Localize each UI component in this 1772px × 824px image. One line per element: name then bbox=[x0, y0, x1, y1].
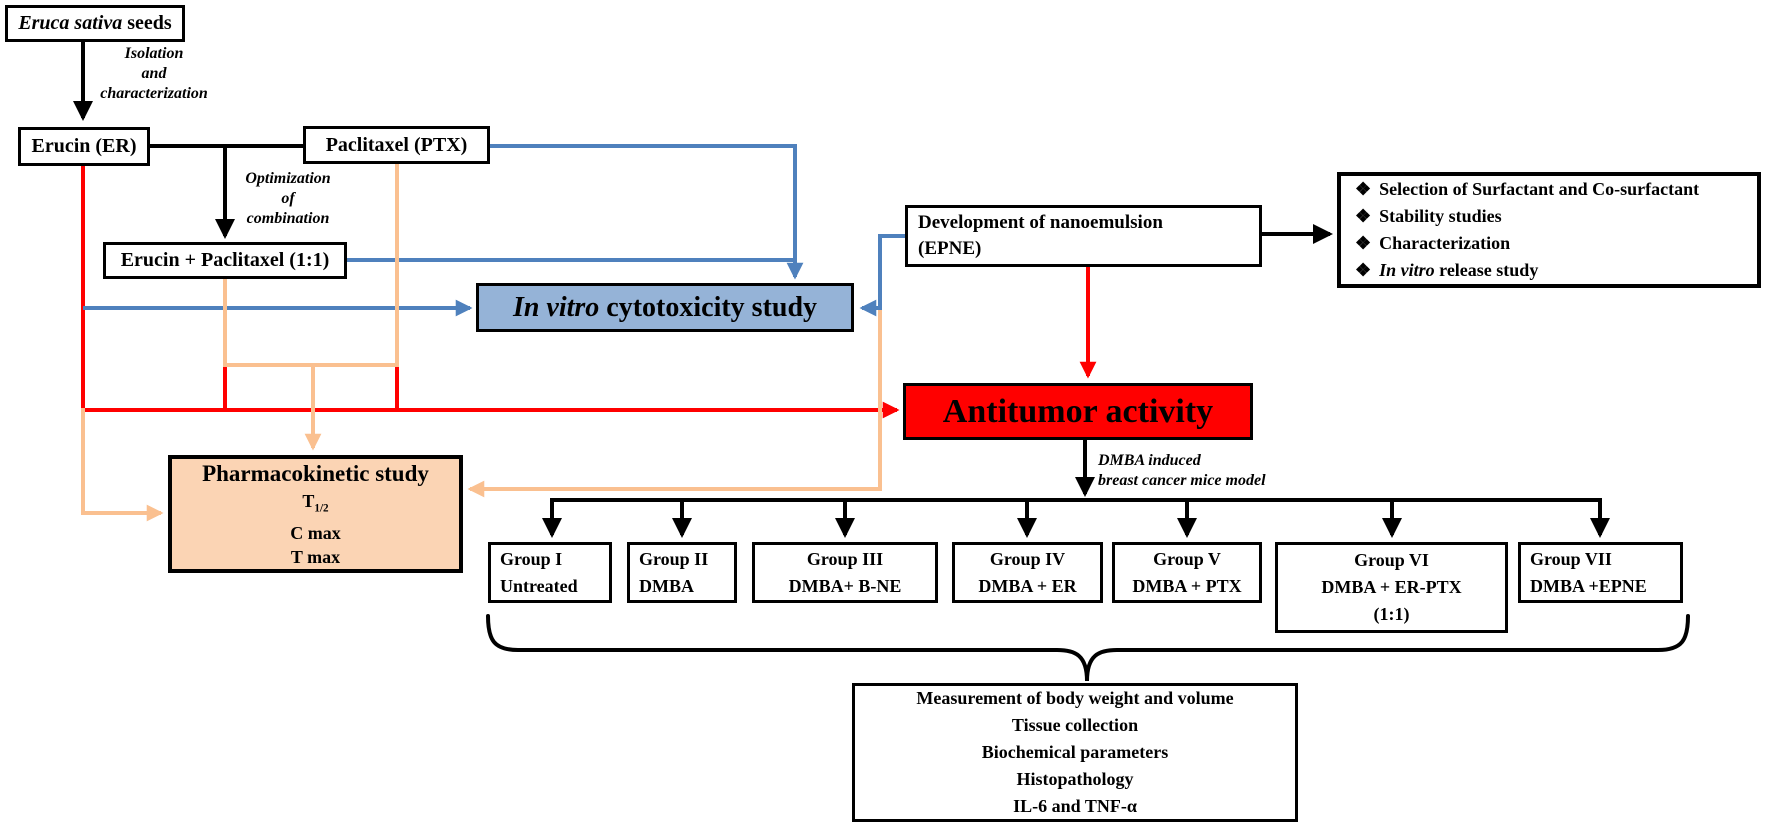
box-nanoemulsion-development: Development of nanoemulsion (EPNE) bbox=[905, 205, 1262, 267]
box-group-7: Group VII DMBA +EPNE bbox=[1518, 542, 1683, 603]
detail-item-3: ❖Characterization bbox=[1355, 233, 1511, 253]
box-group-1: Group I Untreated bbox=[488, 542, 612, 603]
outcome-line-5: IL-6 and TNF-α bbox=[1013, 796, 1137, 816]
diamond-bullet-icon: ❖ bbox=[1355, 260, 1372, 280]
paclitaxel-label: Paclitaxel (PTX) bbox=[325, 133, 468, 156]
group-treatment: DMBA bbox=[639, 575, 694, 596]
pk-param-cmax: C max bbox=[290, 522, 341, 543]
cytotox-label: In vitro cytotoxicity study bbox=[512, 291, 818, 323]
combo-label: Erucin + Paclitaxel (1:1) bbox=[120, 249, 330, 271]
antitumor-label: Antitumor activity bbox=[942, 392, 1214, 430]
arrow-epne-branch-to-pk bbox=[467, 310, 882, 498]
box-paclitaxel: Paclitaxel (PTX) bbox=[303, 126, 490, 164]
outcome-line-1: Measurement of body weight and volume bbox=[916, 688, 1234, 708]
arrow-epne-to-cytotox bbox=[859, 234, 905, 317]
epne-line1: Development of nanoemulsion bbox=[918, 212, 1163, 233]
box-group-3: Group III DMBA+ B-NE bbox=[752, 542, 938, 603]
group-treatment: DMBA + ER-PTX bbox=[1321, 577, 1462, 597]
box-group-6: Group VI DMBA + ER-PTX (1:1) bbox=[1275, 542, 1508, 633]
arrow-ptx-to-cytotox bbox=[490, 144, 804, 280]
group-name: Group VII bbox=[1530, 548, 1612, 569]
diamond-bullet-icon: ❖ bbox=[1355, 233, 1372, 253]
box-antitumor-activity: Antitumor activity bbox=[903, 383, 1253, 440]
groups-brace bbox=[486, 614, 1690, 682]
label-optimization: Optimization of combination bbox=[245, 170, 331, 227]
group-name: Group I bbox=[500, 548, 563, 569]
erucin-label: Erucin (ER) bbox=[31, 135, 137, 157]
pk-param-thalf: T1/2 bbox=[302, 491, 329, 515]
outcome-line-4: Histopathology bbox=[1016, 769, 1134, 789]
box-outcomes: Measurement of body weight and volume Ti… bbox=[852, 683, 1298, 822]
group-ratio: (1:1) bbox=[1373, 604, 1410, 624]
detail-item-2: ❖Stability studies bbox=[1355, 206, 1502, 226]
group-treatment: DMBA+ B-NE bbox=[788, 575, 902, 596]
group-treatment: DMBA +EPNE bbox=[1530, 575, 1647, 596]
group-name: Group VI bbox=[1354, 550, 1429, 570]
group-treatment: DMBA + ER bbox=[978, 575, 1077, 596]
group-name: Group IV bbox=[989, 548, 1066, 569]
pk-title: Pharmacokinetic study bbox=[202, 461, 429, 487]
box-erucin: Erucin (ER) bbox=[18, 127, 150, 166]
box-erucin-paclitaxel-combo: Erucin + Paclitaxel (1:1) bbox=[103, 242, 347, 279]
box-pharmacokinetic-study: Pharmacokinetic study T1/2 C max T max bbox=[168, 455, 463, 573]
group-treatment: DMBA + PTX bbox=[1132, 575, 1242, 596]
group-name: Group III bbox=[806, 548, 884, 569]
group-name: Group II bbox=[639, 548, 709, 569]
diamond-bullet-icon: ❖ bbox=[1355, 206, 1372, 226]
box-nanoemulsion-details: ❖Selection of Surfactant and Co-surfacta… bbox=[1337, 172, 1761, 288]
epne-line2: (EPNE) bbox=[918, 238, 982, 259]
box-group-2: Group II DMBA bbox=[627, 542, 737, 603]
arrow-erucin-to-pk bbox=[81, 408, 164, 522]
pk-param-tmax: T max bbox=[290, 546, 341, 567]
detail-item-1: ❖Selection of Surfactant and Co-surfacta… bbox=[1355, 179, 1700, 199]
box-in-vitro-cytotoxicity: In vitro cytotoxicity study bbox=[476, 283, 854, 332]
detail-item-4: ❖In vitro release study bbox=[1355, 260, 1539, 280]
seeds-label: Eruca sativa seeds bbox=[18, 12, 172, 34]
outcome-line-2: Tissue collection bbox=[1011, 715, 1139, 735]
box-group-5: Group V DMBA + PTX bbox=[1112, 542, 1262, 603]
group-name: Group V bbox=[1153, 548, 1221, 569]
box-eruca-sativa-seeds: Eruca sativa seeds bbox=[5, 5, 185, 42]
diamond-bullet-icon: ❖ bbox=[1355, 179, 1372, 199]
outcome-line-3: Biochemical parameters bbox=[981, 742, 1169, 762]
label-isolation: Isolation and characterization bbox=[100, 45, 208, 102]
label-dmba-model: DMBA induced breast cancer mice model bbox=[1098, 452, 1266, 489]
group-treatment: Untreated bbox=[500, 575, 578, 596]
box-group-4: Group IV DMBA + ER bbox=[952, 542, 1103, 603]
